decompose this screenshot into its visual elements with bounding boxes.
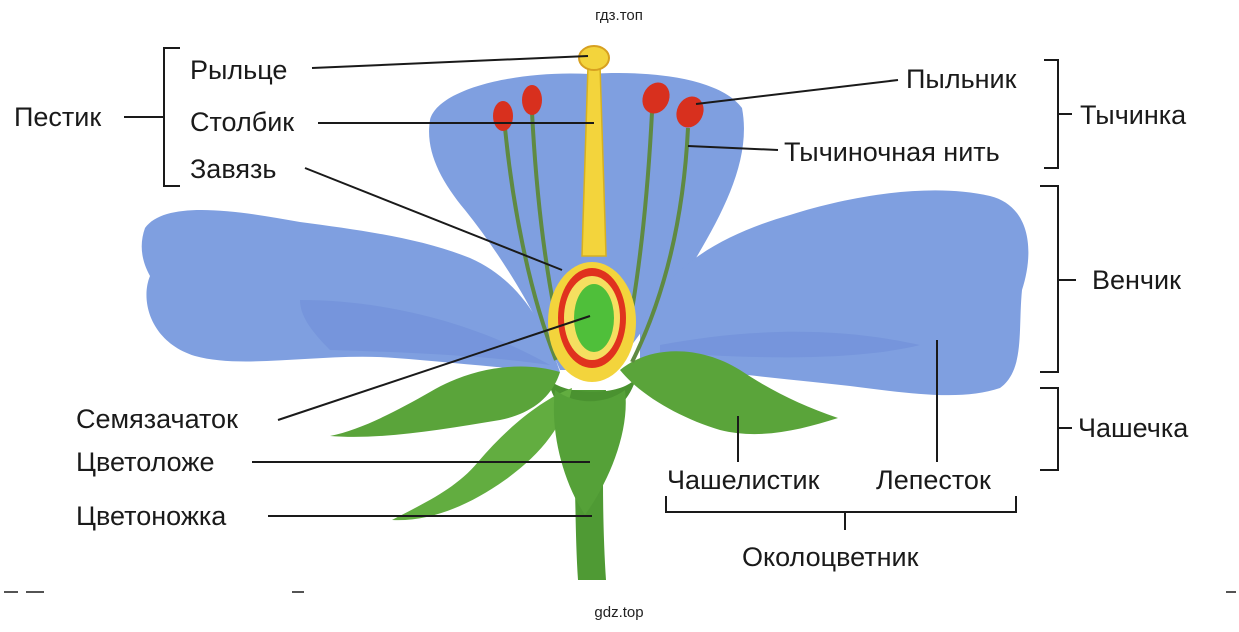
flower-illustration — [141, 45, 1029, 580]
anther-2 — [522, 85, 542, 115]
label-ovule: Семязачаток — [76, 404, 238, 434]
label-corolla: Венчик — [1092, 265, 1181, 295]
leader-stigma — [311, 55, 589, 69]
pistil-style — [581, 65, 607, 257]
watermark-bottom: gdz.top — [594, 604, 643, 621]
anther-3 — [642, 82, 670, 114]
label-anther: Пыльник — [906, 64, 1017, 94]
right-petal-shade — [660, 331, 920, 358]
label-stigma: Рыльце — [190, 55, 287, 85]
label-receptacle: Цветоложе — [76, 447, 214, 477]
left-petal-shade — [300, 300, 550, 365]
stigma — [578, 45, 610, 71]
label-calyx: Чашечка — [1078, 413, 1189, 443]
label-sepal: Чашелистик — [667, 465, 820, 495]
leader-filament — [687, 145, 779, 151]
bracket-corolla — [1040, 185, 1076, 373]
bracket-calyx — [1040, 387, 1072, 471]
left-upper-sepal — [330, 366, 560, 437]
label-perianth: Околоцветник — [742, 542, 919, 572]
label-filament: Тычиночная нить — [784, 137, 1000, 167]
leader-ovary — [304, 167, 563, 271]
brackets — [124, 47, 1076, 530]
left-lower-sepal — [392, 388, 572, 521]
labels: Рыльце Столбик Завязь Пестик Пыльник Тыч… — [14, 55, 1189, 572]
leader-lines — [252, 55, 938, 517]
front-sepal — [553, 390, 626, 515]
right-sepal — [620, 351, 838, 435]
filament-1 — [503, 127, 558, 361]
bracket-perianth — [665, 496, 1017, 530]
bracket-pistil — [124, 47, 180, 187]
anther-1 — [493, 101, 513, 131]
label-pedicel: Цветоножка — [76, 501, 227, 531]
filament-4 — [630, 127, 690, 363]
bracket-stamen — [1044, 59, 1072, 169]
label-petal: Лепесток — [876, 465, 991, 495]
watermark-top: гдз.топ — [595, 7, 643, 24]
label-ovary: Завязь — [190, 154, 276, 184]
label-pistil: Пестик — [14, 102, 101, 132]
leader-anther — [695, 79, 899, 105]
leader-ovule — [277, 315, 591, 421]
label-style: Столбик — [190, 107, 294, 137]
ovule — [574, 284, 614, 352]
label-stamen: Тычинка — [1080, 100, 1187, 130]
